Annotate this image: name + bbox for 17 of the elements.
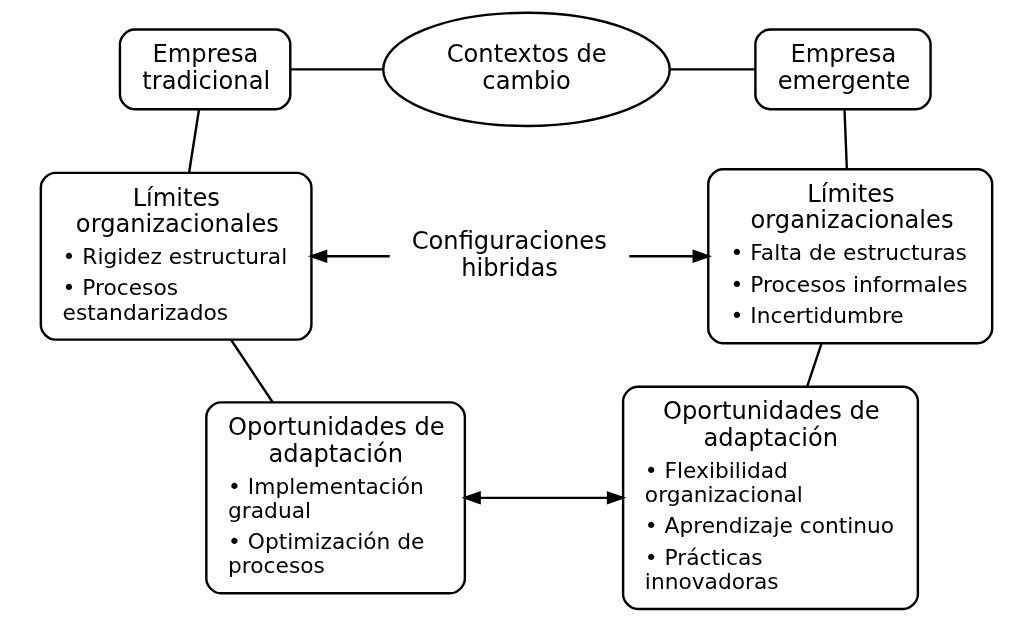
arrow (307, 249, 390, 263)
arrow (460, 491, 626, 505)
node-text: Configuraciones hibridas (411, 226, 607, 282)
connector (805, 343, 823, 387)
node-box: Oportunidades de adaptación • Implementación gradual • Optimización de procesos (204, 401, 466, 595)
arrow (628, 249, 712, 263)
connector (229, 339, 274, 403)
connector (187, 109, 200, 173)
connector (842, 109, 848, 169)
connector (669, 68, 755, 71)
node-box: Límites organizacionales • Rigidez estructural • Procesos estandarizados (39, 171, 313, 341)
node-ellipse: Contextos de cambio (381, 11, 671, 128)
node-box: Oportunidades de adaptación • Flexibilidad organizacional • Aprendizaje continuo • Prácticas innovadoras (621, 385, 919, 611)
node-box: Límites organizacionales • Falta de estructuras • Procesos informales • Incertidumbre (706, 168, 993, 345)
node-box: Empresa tradicional (118, 28, 291, 111)
connector (290, 68, 383, 71)
node-box: Empresa emergente (753, 28, 932, 111)
